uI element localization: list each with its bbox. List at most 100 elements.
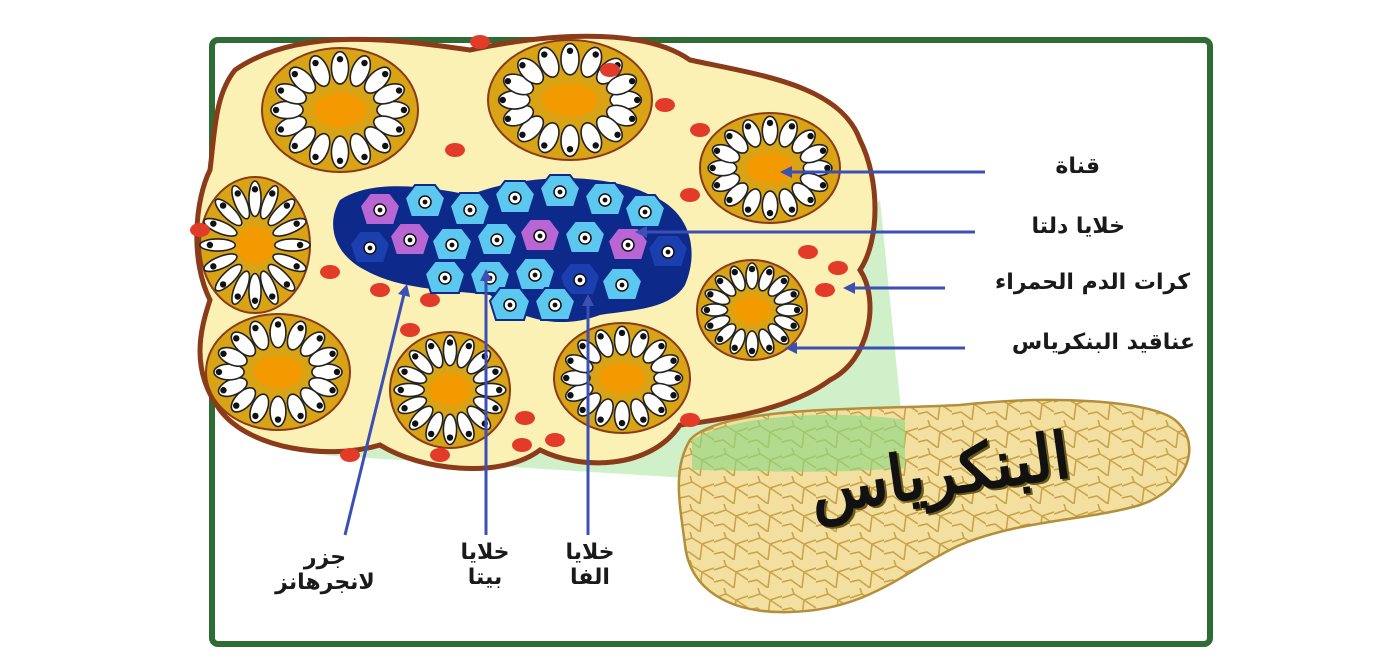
acinus xyxy=(697,260,807,360)
acinar-nucleus xyxy=(541,142,547,148)
acinar-nucleus xyxy=(732,269,738,275)
red-blood-cell xyxy=(515,411,535,425)
acinar-nucleus xyxy=(284,281,290,287)
cell-nucleolus xyxy=(450,243,455,248)
acinar-nucleus xyxy=(766,269,772,275)
acinar-nucleus xyxy=(337,158,343,164)
cell-nucleolus xyxy=(620,283,625,288)
acinar-nucleus xyxy=(269,293,275,299)
acinar-nucleus xyxy=(428,343,434,349)
red-blood-cell xyxy=(320,265,340,279)
acinar-nucleus xyxy=(749,348,755,354)
acinar-nucleus xyxy=(505,116,511,122)
acinar-nucleus xyxy=(658,407,664,413)
cell-nucleolus xyxy=(378,208,383,213)
acinar-nucleus xyxy=(714,182,720,188)
acinar-nucleus xyxy=(704,307,710,313)
acinus-lumen xyxy=(599,363,645,394)
acinar-nucleus xyxy=(579,407,585,413)
acinar-nucleus xyxy=(567,392,573,398)
acinar-nucleus xyxy=(293,263,299,269)
acinar-cell xyxy=(200,239,235,251)
red-blood-cell xyxy=(420,293,440,307)
acinar-nucleus xyxy=(412,353,418,359)
acinar-nucleus xyxy=(334,369,340,375)
acinar-nucleus xyxy=(361,154,367,160)
acinar-nucleus xyxy=(312,154,318,160)
acinar-nucleus xyxy=(412,420,418,426)
acinar-nucleus xyxy=(563,375,569,381)
label-red-blood-cells: كرات الدم الحمراء xyxy=(950,270,1190,295)
acinar-nucleus xyxy=(220,351,226,357)
red-blood-cell xyxy=(190,223,210,237)
acinar-nucleus xyxy=(640,333,646,339)
acinar-nucleus xyxy=(273,107,279,113)
acinar-nucleus xyxy=(401,405,407,411)
acinar-nucleus xyxy=(401,107,407,113)
acinus-lumen xyxy=(430,374,471,406)
acinar-nucleus xyxy=(714,148,720,154)
acinar-nucleus xyxy=(428,431,434,437)
acinar-nucleus xyxy=(709,165,715,171)
cell-nucleolus xyxy=(508,303,513,308)
acinar-nucleus xyxy=(597,416,603,422)
cell-nucleolus xyxy=(408,238,413,243)
acinar-nucleus xyxy=(794,307,800,313)
red-blood-cell xyxy=(470,35,490,49)
acinar-nucleus xyxy=(329,387,335,393)
cell-nucleolus xyxy=(553,303,558,308)
acinus xyxy=(488,40,652,160)
cell-nucleolus xyxy=(533,273,538,278)
acinar-nucleus xyxy=(790,322,796,328)
red-blood-cell xyxy=(680,413,700,427)
label-duct: قناة xyxy=(990,154,1100,179)
acinar-nucleus xyxy=(361,60,367,66)
acinar-nucleus xyxy=(634,97,640,103)
acinar-nucleus xyxy=(275,321,281,327)
acinar-nucleus xyxy=(297,325,303,331)
acinar-nucleus xyxy=(293,220,299,226)
acinar-nucleus xyxy=(466,343,472,349)
acinar-nucleus xyxy=(382,143,388,149)
red-blood-cell xyxy=(340,448,360,462)
label-pancreatic-acini: عناقيد البنكرياس xyxy=(965,330,1195,355)
acinar-nucleus xyxy=(789,123,795,129)
acinar-nucleus xyxy=(745,123,751,129)
acinar-nucleus xyxy=(640,416,646,422)
acinar-nucleus xyxy=(629,78,635,84)
acinar-nucleus xyxy=(492,369,498,375)
acinar-nucleus xyxy=(707,291,713,297)
cell-nucleolus xyxy=(423,200,428,205)
acinar-nucleus xyxy=(396,87,402,93)
acinar-nucleus xyxy=(500,97,506,103)
red-blood-cell xyxy=(400,323,420,337)
acinar-nucleus xyxy=(396,126,402,132)
cell-nucleolus xyxy=(443,276,448,281)
acinar-nucleus xyxy=(505,78,511,84)
acinar-nucleus xyxy=(210,263,216,269)
acinar-nucleus xyxy=(337,56,343,62)
acinar-nucleus xyxy=(235,190,241,196)
acinar-nucleus xyxy=(329,351,335,357)
acinar-nucleus xyxy=(707,322,713,328)
red-blood-cell xyxy=(370,283,390,297)
acinar-nucleus xyxy=(732,345,738,351)
acinar-nucleus xyxy=(726,197,732,203)
acinar-nucleus xyxy=(252,413,258,419)
acinus xyxy=(390,332,510,448)
cell-nucleolus xyxy=(513,196,518,201)
red-blood-cell xyxy=(680,188,700,202)
cell-nucleolus xyxy=(558,190,563,195)
acinar-cell xyxy=(275,239,310,251)
acinar-nucleus xyxy=(567,48,573,54)
acinar-nucleus xyxy=(398,387,404,393)
acinar-nucleus xyxy=(567,146,573,152)
acinar-nucleus xyxy=(670,358,676,364)
cell-nucleolus xyxy=(666,250,671,255)
acinus xyxy=(206,314,350,430)
cell-nucleolus xyxy=(495,238,500,243)
acinar-nucleus xyxy=(220,281,226,287)
acinar-nucleus xyxy=(593,51,599,57)
acinar-nucleus xyxy=(820,148,826,154)
